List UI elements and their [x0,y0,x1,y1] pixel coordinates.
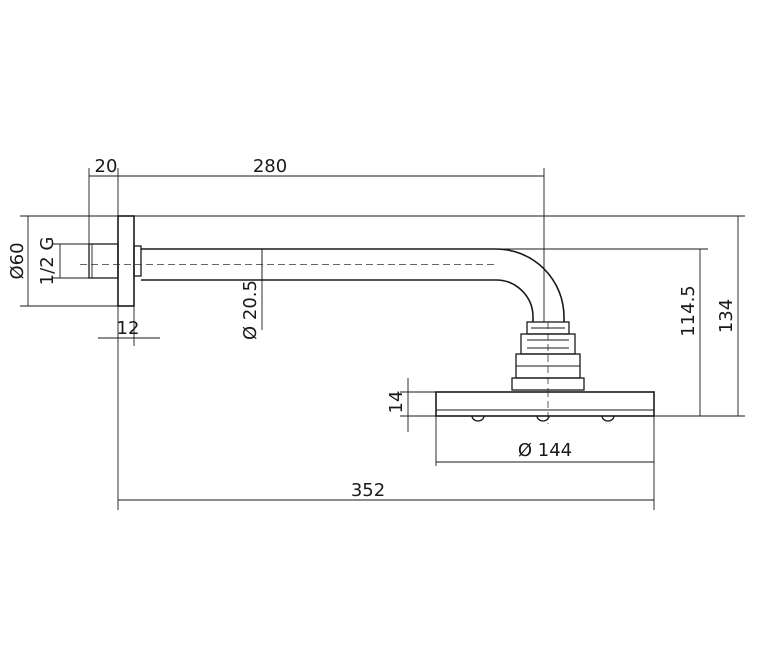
wall-flange [88,215,142,307]
shower-arm-pipe [80,248,565,322]
dim-arm-length: 280 [253,156,287,177]
dim-head-thickness: 14 [386,391,407,414]
dim-flange-diameter: Ø60 [7,242,28,279]
dim-flange-thickness: 20 [95,156,118,177]
extension-lines [20,168,745,510]
dim-collar: 12 [117,318,140,339]
swivel-joint [511,321,585,391]
dim-total-length: 352 [351,480,385,501]
dimension-lines [27,175,739,501]
dim-thread: 1/2 G [37,237,58,286]
dimension-labels: 20 280 Ø60 1/2 G 12 Ø 20.5 14 Ø 144 352 … [7,156,737,501]
shower-head [435,390,655,424]
dim-head-diameter: Ø 144 [518,440,572,461]
dim-pipe-diameter: Ø 20.5 [240,280,261,340]
dim-drop-to-head: 114.5 [678,285,699,337]
dim-total-height: 134 [716,299,737,333]
